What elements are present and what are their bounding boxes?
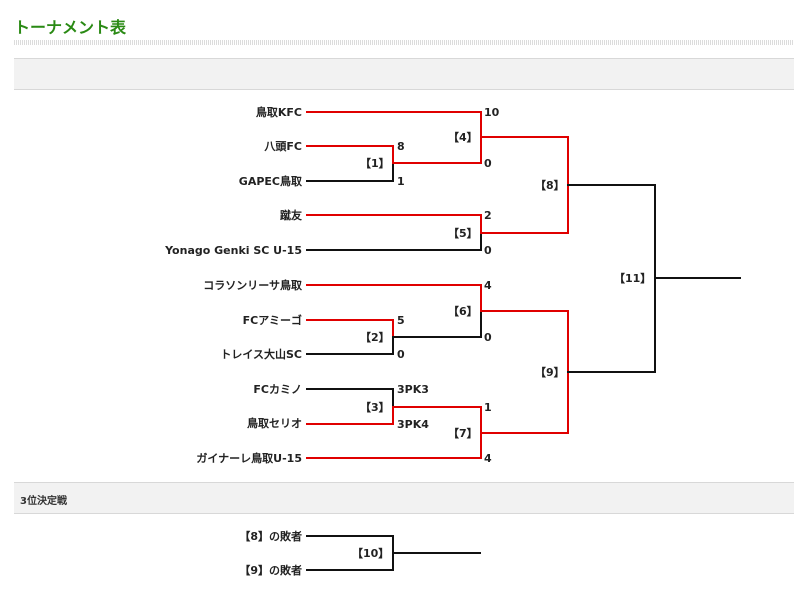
match-label: 【4】 xyxy=(448,131,478,144)
match-label: 【11】 xyxy=(614,272,651,285)
match-score: 5 xyxy=(397,314,405,327)
match-label: 【3】 xyxy=(360,401,390,414)
third-place-team: 【9】の敗者 xyxy=(239,563,302,577)
bracket-line xyxy=(306,552,394,571)
match-label: 【1】 xyxy=(360,157,390,170)
bracket-line xyxy=(567,184,656,279)
match-label: 【2】 xyxy=(360,331,390,344)
bracket-line-winner xyxy=(306,111,482,138)
bracket-line xyxy=(306,336,394,355)
bracket-line-winner xyxy=(306,432,482,459)
team-name: ガイナーレ鳥取U-15 xyxy=(196,451,302,465)
bracket-line-winner xyxy=(480,310,569,373)
team-name: 蹴友 xyxy=(280,208,302,222)
match-label: 【9】 xyxy=(535,366,565,379)
match-score: 0 xyxy=(484,244,492,257)
match-score: 4 xyxy=(484,452,492,465)
bracket-line-winner xyxy=(306,214,482,234)
team-name: Yonago Genki SC U-15 xyxy=(164,244,302,257)
match-score: 8 xyxy=(397,140,405,153)
bracket-line xyxy=(306,162,394,182)
match-label: 【8】 xyxy=(535,179,565,192)
bracket-line-winner xyxy=(392,406,482,434)
match-score: 0 xyxy=(397,348,405,361)
third-place-header: 3位決定戦 xyxy=(14,482,794,514)
match-label: 【7】 xyxy=(448,427,478,440)
bracket-line-winner xyxy=(306,406,394,425)
match-score: 3PK4 xyxy=(397,418,429,431)
third-place-label: 3位決定戦 xyxy=(20,496,67,507)
bracket-line-winner xyxy=(480,136,569,186)
match-score: 4 xyxy=(484,279,492,292)
match-label: 【6】 xyxy=(448,305,478,318)
bracket-line-winner xyxy=(306,319,394,338)
team-name: 鳥取セリオ xyxy=(247,416,302,430)
bracket-line xyxy=(306,232,482,251)
bracket-line-winner xyxy=(480,184,569,234)
match-score: 10 xyxy=(484,106,500,119)
bracket-line xyxy=(392,310,482,338)
bracket-line-winner xyxy=(480,371,569,434)
team-name: 八頭FC xyxy=(263,140,302,153)
match-label: 【5】 xyxy=(448,227,478,240)
team-name: トレイス大山SC xyxy=(220,347,302,361)
match-label: 【10】 xyxy=(352,547,389,560)
main-tournament-header xyxy=(14,58,794,90)
team-name: コラソンリーサ鳥取 xyxy=(203,278,302,292)
match-score: 1 xyxy=(484,401,492,414)
third-place-team: 【8】の敗者 xyxy=(239,529,302,543)
team-name: 鳥取KFC xyxy=(256,105,302,119)
match-score: 0 xyxy=(484,157,492,170)
bracket-line xyxy=(306,535,394,554)
bracket-line xyxy=(567,277,656,373)
team-name: FCカミノ xyxy=(253,383,302,396)
team-name: FCアミーゴ xyxy=(243,313,302,327)
match-score: 1 xyxy=(397,175,405,188)
match-score: 3PK3 xyxy=(397,383,429,396)
bracket-line-winner xyxy=(306,284,482,312)
title-divider xyxy=(14,40,794,45)
team-name: GAPEC鳥取 xyxy=(239,174,302,188)
bracket-line xyxy=(306,388,394,408)
match-score: 2 xyxy=(484,209,492,222)
match-score: 0 xyxy=(484,331,492,344)
page-title: トーナメント表 xyxy=(14,18,127,37)
bracket-line-winner xyxy=(392,136,482,164)
bracket-line-winner xyxy=(306,145,394,164)
